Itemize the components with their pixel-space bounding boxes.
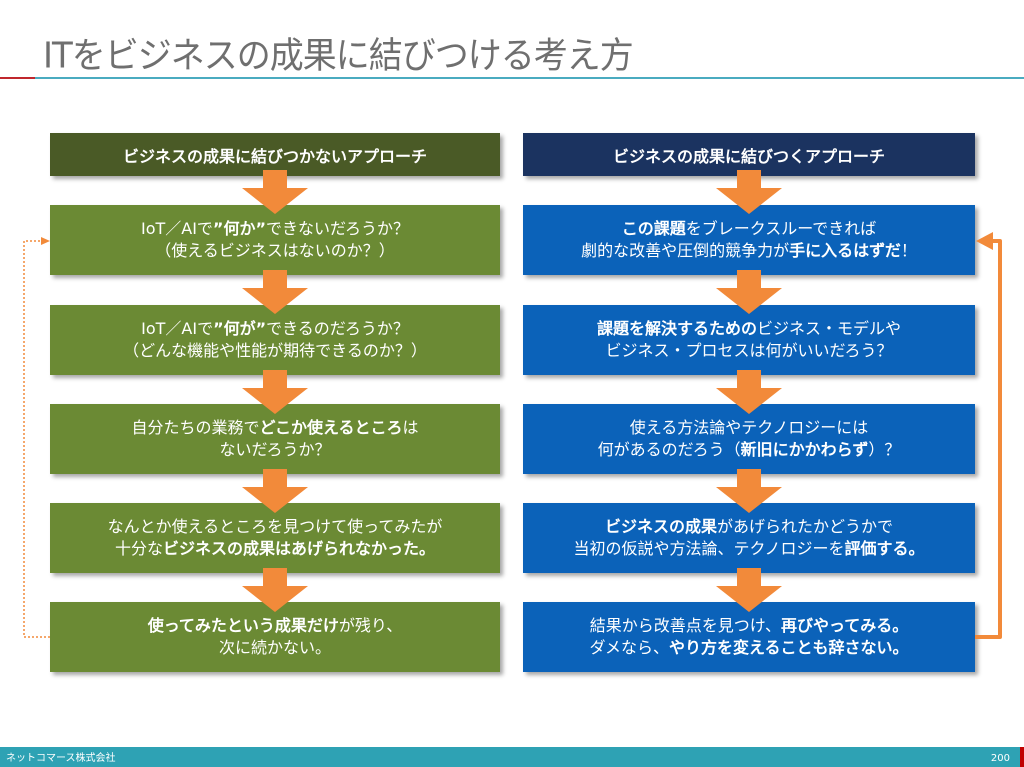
step-text: は (402, 418, 419, 437)
step-text: できるのだろうか？ (266, 319, 409, 338)
step-text: 当初の仮説や方法論、テクノロジーを (573, 539, 845, 558)
step-line: IoT／AIで”何か”できないだろうか？ (141, 218, 409, 240)
step-text: ダメなら、 (589, 638, 669, 657)
right-step-1: この課題をブレークスルーできれば劇的な改善や圧倒的競争力が手に入るはずだ！ (523, 205, 975, 275)
step-text: なんとか使えるところを見つけて使ってみたが (107, 517, 443, 536)
step-line: 十分なビジネスの成果はあげられなかった。 (115, 538, 435, 560)
emphasis-text: やり方を変えることも辞さない。 (669, 638, 909, 657)
step-line: 課題を解決するためのビジネス・モデルや (597, 318, 901, 340)
left-down-arrow-icon (240, 568, 310, 614)
step-line: なんとか使えるところを見つけて使ってみたが (108, 516, 443, 538)
step-text: があげられたかどうかで (717, 517, 894, 536)
emphasis-text: この課題 (621, 219, 686, 238)
step-text: ！ (900, 241, 917, 260)
step-text: できないだろうか？ (265, 219, 410, 238)
left-step-4: なんとか使えるところを見つけて使ってみたが十分なビジネスの成果はあげられなかった… (50, 503, 500, 573)
left-down-arrow-icon (240, 469, 310, 515)
emphasis-text: ”何か” (212, 219, 266, 238)
step-line: （どんな機能や性能が期待できるのか？） (123, 340, 427, 362)
title-rule-teal (35, 77, 1024, 79)
step-text: ビジネス・モデルや (757, 319, 902, 338)
right-step-2: 課題を解決するためのビジネス・モデルやビジネス・プロセスは何がいいだろう？ (523, 305, 975, 375)
title-rule-red (0, 77, 35, 79)
left-down-arrow-icon (240, 270, 310, 316)
step-text: （どんな機能や性能が期待できるのか？） (123, 341, 427, 360)
footer-company: ネットコマース株式会社 (6, 753, 116, 764)
step-line: 結果から改善点を見つけ、再びやってみる。 (590, 615, 908, 637)
right-step-5: 結果から改善点を見つけ、再びやってみる。ダメなら、やり方を変えることも辞さない。 (523, 602, 975, 672)
step-text: が残り、 (338, 616, 403, 635)
page-number: 200 (990, 753, 1010, 764)
right-step-3: 使える方法論やテクノロジーには何があるのだろう（新旧にかかわらず）？ (523, 404, 975, 474)
emphasis-text: 再びやってみる。 (781, 616, 909, 635)
step-text: 自分たちの業務で (131, 418, 260, 437)
left-step-2: IoT／AIで”何が”できるのだろうか？（どんな機能や性能が期待できるのか？） (50, 305, 500, 375)
left-down-arrow-icon (240, 370, 310, 416)
emphasis-text: 手に入るはずだ (789, 241, 901, 260)
left-step-5: 使ってみたという成果だけが残り、次に続かない。 (50, 602, 500, 672)
step-line: 何があるのだろう（新旧にかかわらず）？ (598, 439, 901, 461)
left-step-3: 自分たちの業務でどこか使えるところはないだろうか？ (50, 404, 500, 474)
step-text: IoT／AIで (141, 319, 214, 338)
step-text: 劇的な改善や圧倒的競争力が (581, 241, 790, 260)
right-down-arrow-icon (714, 370, 784, 416)
step-line: 使える方法論やテクノロジーには (630, 417, 869, 439)
emphasis-text: ビジネスの成果はあげられなかった。 (163, 539, 436, 558)
step-line: 当初の仮説や方法論、テクノロジーを評価する。 (573, 538, 924, 560)
left-column-header: ビジネスの成果に結びつかないアプローチ (50, 133, 500, 176)
step-text: 結果から改善点を見つけ、 (589, 616, 781, 635)
right-step-4: ビジネスの成果があげられたかどうかで当初の仮説や方法論、テクノロジーを評価する。 (523, 503, 975, 573)
step-text: 十分な (114, 539, 163, 558)
step-line: ないだろうか？ (219, 439, 330, 461)
left-step-1: IoT／AIで”何か”できないだろうか？（使えるビジネスはないのか？） (50, 205, 500, 275)
emphasis-text: 新旧にかかわらず (740, 440, 869, 459)
step-line: IoT／AIで”何が”できるのだろうか？ (141, 318, 409, 340)
emphasis-text: 評価する。 (844, 539, 925, 558)
step-text: 何があるのだろう（ (597, 440, 741, 459)
left-loop-dotted-arrow (23, 237, 50, 638)
step-line: ビジネス・プロセスは何がいいだろう？ (605, 340, 892, 362)
step-text: （使えるビジネスはないのか？） (155, 241, 395, 260)
right-down-arrow-icon (714, 568, 784, 614)
step-text: ないだろうか？ (219, 440, 331, 459)
step-line: 自分たちの業務でどこか使えるところは (131, 417, 418, 439)
step-line: ダメなら、やり方を変えることも辞さない。 (589, 637, 908, 659)
step-text: ビジネス・プロセスは何がいいだろう？ (605, 341, 893, 360)
emphasis-text: 課題を解決するための (596, 319, 757, 338)
step-text: 使える方法論やテクノロジーには (629, 418, 869, 437)
step-line: 次に続かない。 (219, 637, 331, 659)
step-text: 次に続かない。 (218, 638, 331, 657)
step-line: 使ってみたという成果だけが残り、 (148, 615, 403, 637)
step-line: （使えるビジネスはないのか？） (155, 240, 395, 262)
right-down-arrow-icon (714, 170, 784, 216)
footer-bar: ネットコマース株式会社 200 (0, 747, 1024, 767)
slide-title: ITをビジネスの成果に結びつける考え方 (43, 35, 634, 78)
emphasis-text: どこか使えるところ (259, 418, 403, 437)
emphasis-text: ビジネスの成果 (604, 517, 717, 536)
step-text: IoT／AIで (140, 219, 213, 238)
right-loop-solid-arrow (975, 232, 1002, 639)
right-down-arrow-icon (714, 270, 784, 316)
right-down-arrow-icon (714, 469, 784, 515)
step-line: この課題をブレークスルーできれば (622, 218, 877, 240)
emphasis-text: 使ってみたという成果だけ (147, 616, 339, 635)
step-line: 劇的な改善や圧倒的競争力が手に入るはずだ！ (581, 240, 917, 262)
right-column-header: ビジネスの成果に結びつくアプローチ (523, 133, 975, 176)
step-text: ）？ (868, 440, 901, 459)
left-down-arrow-icon (240, 170, 310, 216)
step-text: をブレークスルーできれば (685, 219, 877, 238)
emphasis-text: ”何が” (213, 319, 267, 338)
step-line: ビジネスの成果があげられたかどうかで (605, 516, 893, 538)
footer-edge-accent (1020, 747, 1024, 767)
